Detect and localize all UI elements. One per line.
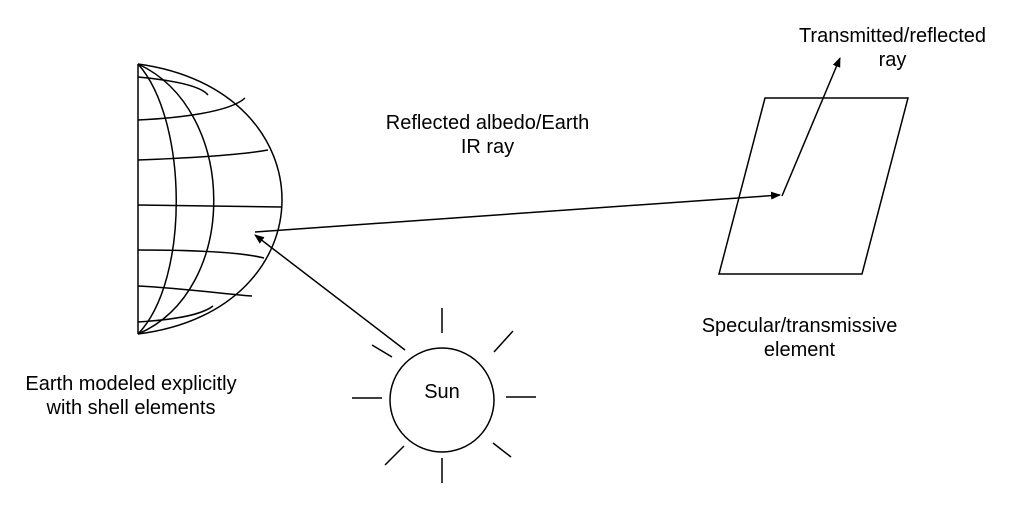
earth-latitude-line <box>137 285 253 297</box>
earth-label-line2: with shell elements <box>46 397 216 419</box>
sun-ray <box>371 344 393 358</box>
sun-ray <box>492 442 512 458</box>
albedo-label-line1: Reflected albedo/Earth <box>385 112 590 134</box>
earth-meridian <box>137 63 177 335</box>
specular-label-line1: Specular/transmissive <box>701 315 898 337</box>
earth-latitude-line <box>137 149 269 161</box>
sun-label: Sun <box>402 380 482 404</box>
albedo-label-line2: IR ray <box>460 136 515 158</box>
specular-element-label: Specular/transmissive element <box>672 314 927 362</box>
specular-label-line2: element <box>763 339 836 361</box>
transmitted-label-line2: ray <box>878 49 907 71</box>
transmitted-reflected-label: Transmitted/reflected ray <box>770 24 1015 72</box>
earth-latitude-line <box>137 249 265 259</box>
sun-circle <box>389 347 495 453</box>
sun <box>352 308 536 483</box>
earth-model-label: Earth modeled explicitly with shell elem… <box>0 372 262 420</box>
albedo-ir-label: Reflected albedo/Earth IR ray <box>355 111 620 159</box>
sun-ray <box>384 445 405 466</box>
earth-latitude-line <box>137 305 214 323</box>
earth-hemisphere <box>137 63 283 335</box>
transmitted-label-line1: Transmitted/reflected <box>798 25 987 47</box>
sun-ray <box>493 330 514 353</box>
earth-label-line1: Earth modeled explicitly <box>25 373 237 395</box>
sun-to-earth-ray <box>254 234 406 351</box>
transmitted-reflected-ray <box>781 57 841 197</box>
earth-meridian <box>137 63 215 335</box>
earth-outline <box>137 63 283 335</box>
earth-latitude-line <box>137 97 246 121</box>
earth-equator-line <box>137 204 282 208</box>
sun-label-text: Sun <box>424 381 460 403</box>
earth-to-element-ray <box>254 191 781 233</box>
earth-latitude-line <box>137 76 209 96</box>
rays <box>254 57 841 351</box>
specular-element <box>718 97 909 275</box>
